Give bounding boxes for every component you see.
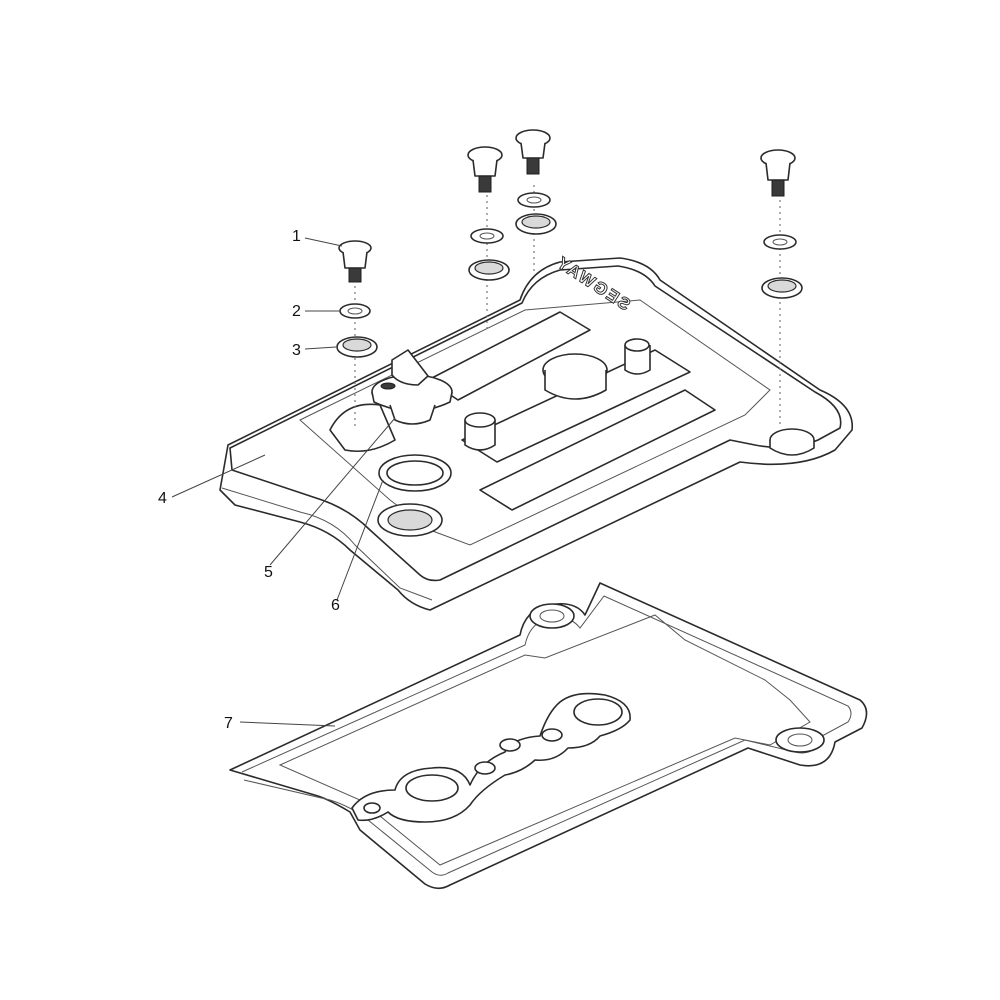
o-ring [378,454,452,492]
bolt-stack-left [336,240,378,430]
gasket [229,582,868,890]
callout-2: 2 [292,303,301,320]
leader-lines [171,237,396,727]
callout-5: 5 [264,564,273,581]
bolt-stack-center-1 [467,146,510,330]
callout-6: 6 [331,597,340,614]
bolt-stack-right [760,149,803,425]
valve-cover [219,257,853,611]
bolt-stack-center-2 [515,129,557,275]
oil-filler-cap [371,349,453,425]
callout-4: 4 [158,490,167,507]
callout-3: 3 [292,342,301,359]
callout-7: 7 [224,715,233,732]
callout-1: 1 [292,228,301,245]
